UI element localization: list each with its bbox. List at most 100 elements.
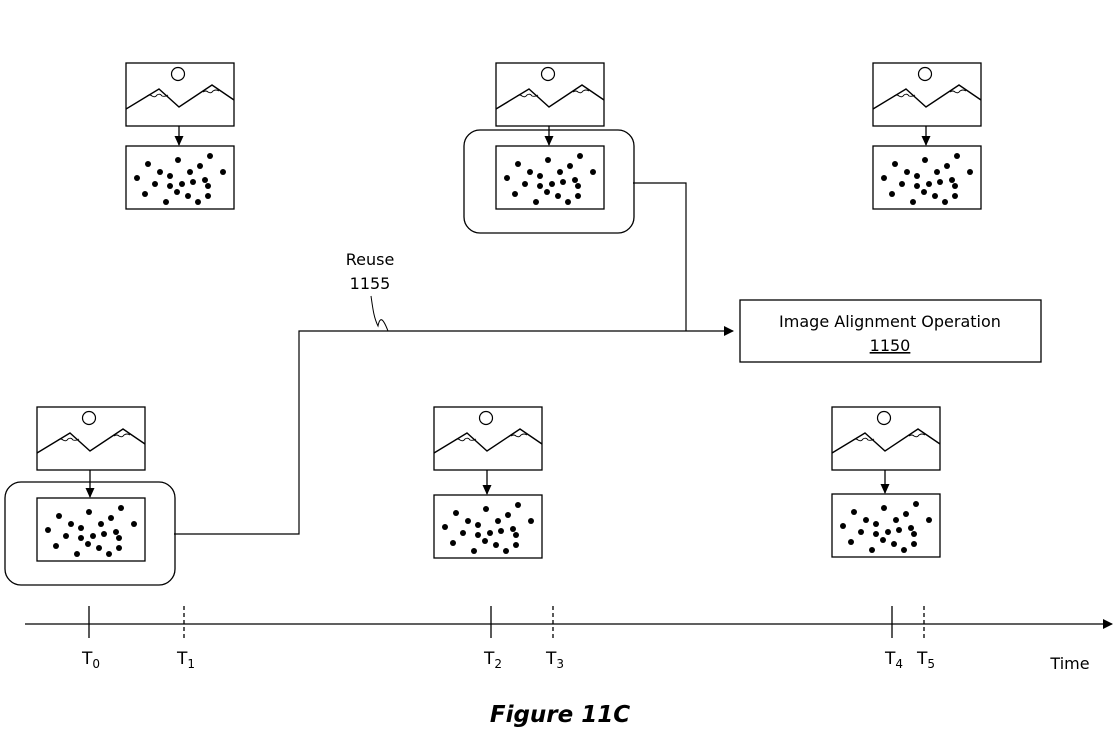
reuse-label-ref: 1155 — [350, 274, 391, 293]
feature-point — [487, 530, 493, 536]
feature-point — [914, 183, 920, 189]
time-tick-label: T2 — [483, 649, 502, 671]
feature-point — [498, 528, 504, 534]
sun-icon — [81, 410, 97, 426]
feature-point — [145, 161, 151, 167]
feature-point — [53, 543, 59, 549]
feature-point — [90, 533, 96, 539]
feature-point — [460, 530, 466, 536]
feature-point — [922, 157, 928, 163]
feature-point — [881, 175, 887, 181]
image-frame-box — [36, 406, 146, 471]
time-marker: T0 — [81, 606, 100, 671]
feature-point — [892, 161, 898, 167]
feature-point — [453, 510, 459, 516]
image-alignment-operation-box — [739, 299, 1042, 363]
reuse-connector — [174, 326, 734, 535]
time-marker: T3 — [545, 606, 564, 671]
feature-point — [205, 183, 211, 189]
feature-point — [932, 193, 938, 199]
feature-point — [471, 548, 477, 554]
feature-point — [195, 199, 201, 205]
sun-icon — [170, 66, 186, 82]
frame-group — [463, 62, 635, 234]
feature-point — [45, 527, 51, 533]
frames-layer — [4, 62, 982, 586]
time-axis-label: Time — [1049, 654, 1089, 673]
feature-point — [450, 540, 456, 546]
feature-points-box — [36, 497, 146, 562]
feature-point — [881, 505, 887, 511]
feature-point — [575, 183, 581, 189]
feature-point — [873, 531, 879, 537]
feature-points-box — [125, 145, 235, 210]
feature-point — [197, 163, 203, 169]
feature-point — [78, 535, 84, 541]
feature-point — [202, 177, 208, 183]
feature-points-box — [433, 494, 543, 559]
feature-point — [513, 532, 519, 538]
feature-point — [512, 191, 518, 197]
image-frame-box — [495, 62, 605, 127]
time-tick-label: T1 — [176, 649, 195, 671]
feature-point — [557, 169, 563, 175]
feature-point — [134, 175, 140, 181]
feature-point — [926, 181, 932, 187]
frame-group — [4, 406, 176, 586]
feature-point — [510, 526, 516, 532]
snowcap-icon — [146, 89, 220, 98]
feature-point — [157, 169, 163, 175]
feature-point — [152, 181, 158, 187]
feature-point — [504, 175, 510, 181]
feature-point — [885, 529, 891, 535]
feature-point — [954, 153, 960, 159]
reuse-leader-line — [370, 295, 389, 332]
feature-point — [848, 539, 854, 545]
feature-point — [544, 189, 550, 195]
feature-point — [179, 181, 185, 187]
feature-point — [116, 535, 122, 541]
feature-point — [908, 525, 914, 531]
feature-point — [86, 509, 92, 515]
feature-point — [952, 193, 958, 199]
feature-point — [560, 179, 566, 185]
feature-point — [911, 541, 917, 547]
feature-point — [904, 169, 910, 175]
operation-title: Image Alignment Operation — [779, 312, 1001, 331]
feature-point — [106, 551, 112, 557]
feature-point — [475, 522, 481, 528]
feature-point — [190, 179, 196, 185]
sun-icon — [478, 410, 494, 426]
feature-point — [113, 529, 119, 535]
feature-point — [858, 529, 864, 535]
snowcap-icon — [57, 433, 131, 442]
feature-point — [869, 547, 875, 553]
feature-point — [565, 199, 571, 205]
feature-point — [921, 189, 927, 195]
feature-points-box — [831, 493, 941, 558]
feature-point — [98, 521, 104, 527]
feature-point — [893, 517, 899, 523]
feature-point — [503, 548, 509, 554]
feature-point — [142, 191, 148, 197]
feature-point — [522, 181, 528, 187]
feature-point — [851, 509, 857, 515]
image-frame-box — [433, 406, 543, 471]
feature-point — [167, 183, 173, 189]
feature-points-box — [872, 145, 982, 210]
feature-point — [575, 193, 581, 199]
feature-point — [68, 521, 74, 527]
feature-point — [537, 173, 543, 179]
feature-point — [74, 551, 80, 557]
time-marker: T4 — [884, 606, 903, 671]
feature-point — [513, 542, 519, 548]
feature-point — [967, 169, 973, 175]
feature-point — [220, 169, 226, 175]
feature-point — [944, 163, 950, 169]
time-marker: T2 — [483, 606, 502, 671]
feature-point — [495, 518, 501, 524]
feature-point — [873, 521, 879, 527]
figure-caption: Figure 11C — [490, 702, 630, 728]
